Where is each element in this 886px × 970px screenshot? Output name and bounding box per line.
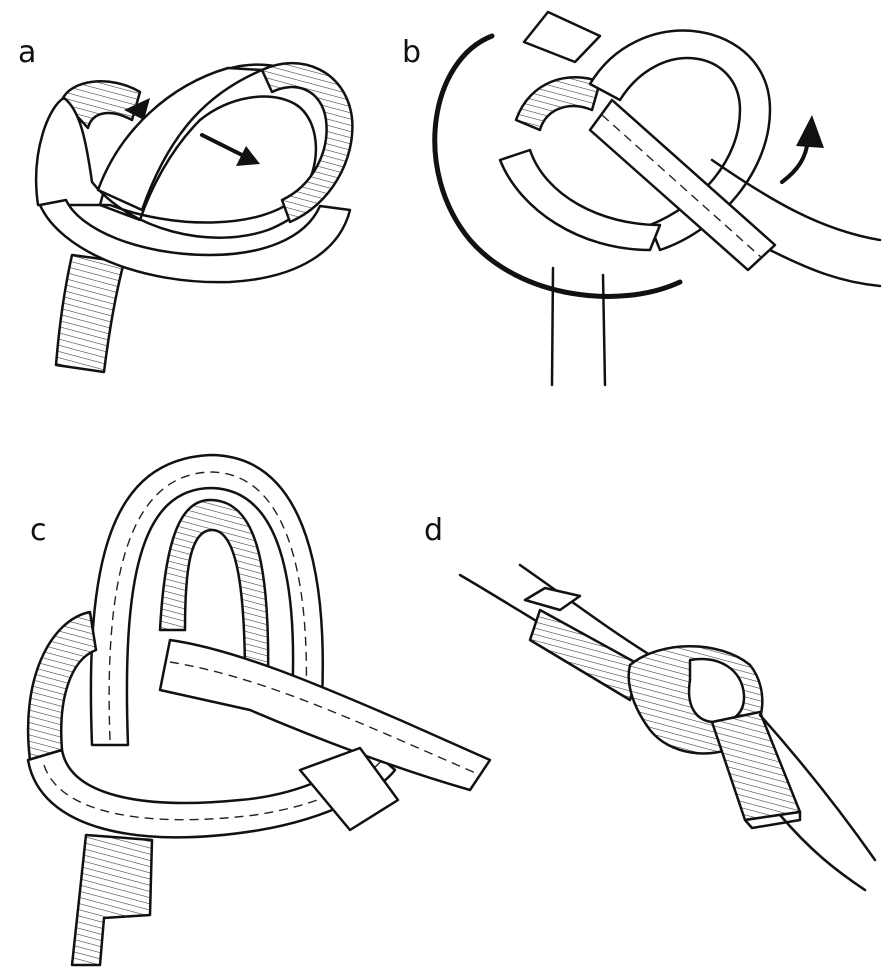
tape-diagonal-dash-b — [601, 114, 763, 259]
tape-standing-part-a — [54, 253, 126, 374]
tape-top-flap-b — [522, 10, 602, 64]
panel-label-a: a — [18, 35, 36, 70]
panel-b: b — [402, 10, 882, 387]
tape-line-lower-d — [518, 563, 652, 657]
tape-hanging-tip-d — [743, 810, 802, 830]
tape-standing-right-b — [601, 273, 607, 387]
panel-label-d: d — [424, 513, 443, 548]
panel-d: d — [424, 513, 877, 892]
tape-lower-band-a — [38, 198, 352, 284]
tape-center-strap-a — [96, 66, 264, 212]
guide-arc-b — [432, 33, 683, 299]
tape-diagonal-dash-c — [169, 661, 481, 776]
tape-diagonal-tail-c — [158, 638, 492, 792]
tape-wrap-left-c — [26, 610, 98, 762]
tape-top-flap-d — [523, 586, 582, 612]
arrow-tail-a — [124, 98, 150, 120]
panel-a: a — [18, 35, 354, 374]
tape-lower-band-b — [498, 148, 662, 252]
tape-arch-dash-c — [108, 471, 308, 741]
tape-hanging-end-d — [710, 710, 802, 822]
panel-c: c — [26, 453, 492, 967]
tape-standing-left-b — [550, 266, 555, 387]
tape-hanging-end-c — [70, 833, 154, 967]
tape-top-right-a — [260, 61, 354, 224]
tape-big-loop-b — [588, 29, 772, 252]
arrow-head-b — [796, 115, 824, 148]
tape-loop-back-a — [60, 80, 142, 130]
tape-out-upper-d — [758, 713, 877, 862]
tape-outer-loop-b — [514, 76, 602, 132]
tape-tail-lower-b — [768, 248, 882, 288]
tape-out-lower-d — [778, 813, 867, 892]
knot-front-d — [687, 657, 746, 724]
panel-label-c: c — [30, 513, 47, 548]
arrow-a — [200, 133, 250, 160]
tape-incoming-d — [528, 608, 642, 702]
tape-tail-upper-b — [710, 158, 882, 242]
tape-end-flap-c — [298, 746, 400, 832]
panel-label-b: b — [402, 35, 421, 70]
arrow-head-a — [236, 146, 260, 166]
